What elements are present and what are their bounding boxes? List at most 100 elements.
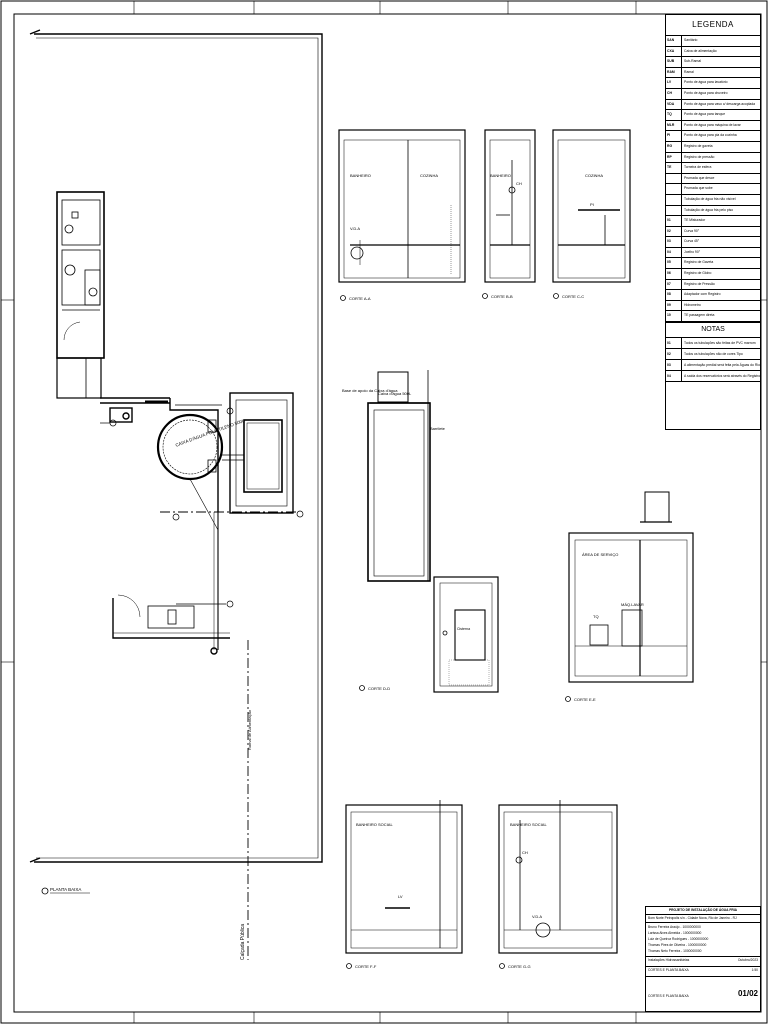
plan-walls (100, 397, 222, 512)
plan-lower-room (112, 594, 230, 655)
legend-desc: Caixa de alimentação (684, 48, 717, 53)
legend-desc: Registro de Globo (684, 271, 712, 276)
section-dd-title: CORTE D-D (368, 686, 390, 691)
section-cc-pi: PI (590, 202, 594, 207)
note-desc: Todos os tubulações não de cores Tipo (684, 352, 743, 357)
legend-desc: Ponto de água para vaso c/ descarga acop… (684, 101, 756, 106)
legend-item: Prumada que desce (666, 173, 760, 185)
contents-row: CORTES E PLANTA BAIXA 1:50 (646, 967, 760, 977)
note-desc: A alimentação predial será feita pela Ág… (684, 363, 760, 368)
section-gg-ch: CH (522, 850, 528, 855)
section-cc-title: CORTE C-C (562, 294, 584, 299)
section-ff-lv: LV (398, 894, 403, 899)
legend-code: VDA (666, 99, 682, 110)
section-ee-room: ÁREA DE SERVIÇO (582, 552, 618, 557)
legend-code (666, 194, 682, 205)
section-aa-title: CORTE A-A (349, 296, 371, 301)
note-code: 03 (666, 360, 682, 371)
legend-code (666, 184, 682, 194)
legend-code: 08 (666, 290, 682, 300)
legend-desc: Ponto de água para chuveiro (684, 90, 728, 95)
legend-code: RAM (666, 67, 682, 78)
legend-desc: Prumada que desce (684, 175, 715, 180)
legend-desc: Prumada que sobe (684, 186, 713, 191)
legend-code: 01 (666, 216, 682, 226)
section-ff-title: CORTE F-F (355, 964, 377, 969)
legend-code: CXA (666, 46, 682, 57)
plan-water-tank (156, 413, 224, 531)
section-bb-title: CORTE B-B (491, 294, 513, 299)
legend-code: TE (666, 163, 682, 173)
sheet-contents: CORTES E PLANTA BAIXA (648, 968, 689, 972)
section-ee-marker (565, 696, 571, 702)
legend-desc: TE Misturador (684, 218, 706, 223)
section-ee-drawing (568, 491, 694, 683)
legend-desc: Ponto de água para tanque (684, 112, 726, 117)
legend-code: RG (666, 141, 682, 152)
project-date: Outubro/2023 (737, 958, 758, 962)
discipline: Instalações Hidrossanitárias (648, 958, 690, 962)
section-dd-cistern: Cisterna (457, 627, 470, 631)
legend-code: 02 (666, 226, 682, 237)
author-entry: Thomas Neto Ferreira - 1000000000 (648, 949, 702, 953)
section-gg-drawing (498, 800, 618, 954)
section-gg-vda: V.D.A (532, 914, 542, 919)
legend-code: SUB (666, 57, 682, 67)
section-dd-drawing (367, 370, 499, 693)
legend-desc: Torneira de esfera (684, 165, 712, 170)
section-aa-drawing (338, 129, 466, 283)
section-ee-title: CORTE E-E (574, 697, 596, 702)
legend-desc: Tubulação de água fria não visível (684, 196, 736, 201)
legend-code: MLR (666, 120, 682, 131)
section-cc-room: COZINHA (585, 173, 603, 178)
section-aa-room1: BANHEIRO (350, 173, 371, 178)
legend-code (666, 173, 682, 184)
legend-title: LEGENDA (666, 15, 760, 36)
legend-desc: Registro de Gaveta (684, 260, 714, 265)
note-code: 01 (666, 338, 682, 349)
plan-calcada-label: Calçada Pública (240, 924, 246, 960)
legend-desc: Curva 45° (684, 239, 700, 244)
legend-desc: Ponto de água para lavatório (684, 80, 728, 85)
section-cc-drawing (552, 129, 631, 283)
project-address: Bom Norte Petropolis s/n - Cidade Nova, … (646, 915, 760, 923)
drawing-scale: 1:50 (751, 968, 758, 972)
discipline-row: Instalações Hidrossanitárias Outubro/202… (646, 957, 760, 967)
section-dd-marker (359, 685, 365, 691)
section-aa-vda: V.D.A (350, 226, 360, 231)
section-ee-tq: TQ (593, 614, 599, 619)
plan-ramal-pipe (160, 511, 298, 960)
section-gg-marker (499, 963, 505, 969)
legend-desc: Adaptador com Registro (684, 292, 721, 297)
section-aa-marker (340, 295, 346, 301)
plan-title-marker (41, 887, 49, 895)
author-entry: Bruno Ferreira Araújo - 1000000000 (648, 925, 701, 929)
legend-desc: Ponto de água para máquina de lavar (684, 122, 741, 127)
plan-cistern (222, 392, 294, 514)
legend-desc: Sub-Ramal (684, 59, 701, 64)
legend-code: TQ (666, 110, 682, 120)
legend-code: SAN (666, 36, 682, 46)
legend-desc: Sanitário (684, 38, 698, 42)
legend-desc: Tubulação de água fria pelo piso (684, 207, 734, 212)
section-bb-drawing (484, 129, 536, 283)
legend-desc: Ramal (684, 69, 694, 74)
